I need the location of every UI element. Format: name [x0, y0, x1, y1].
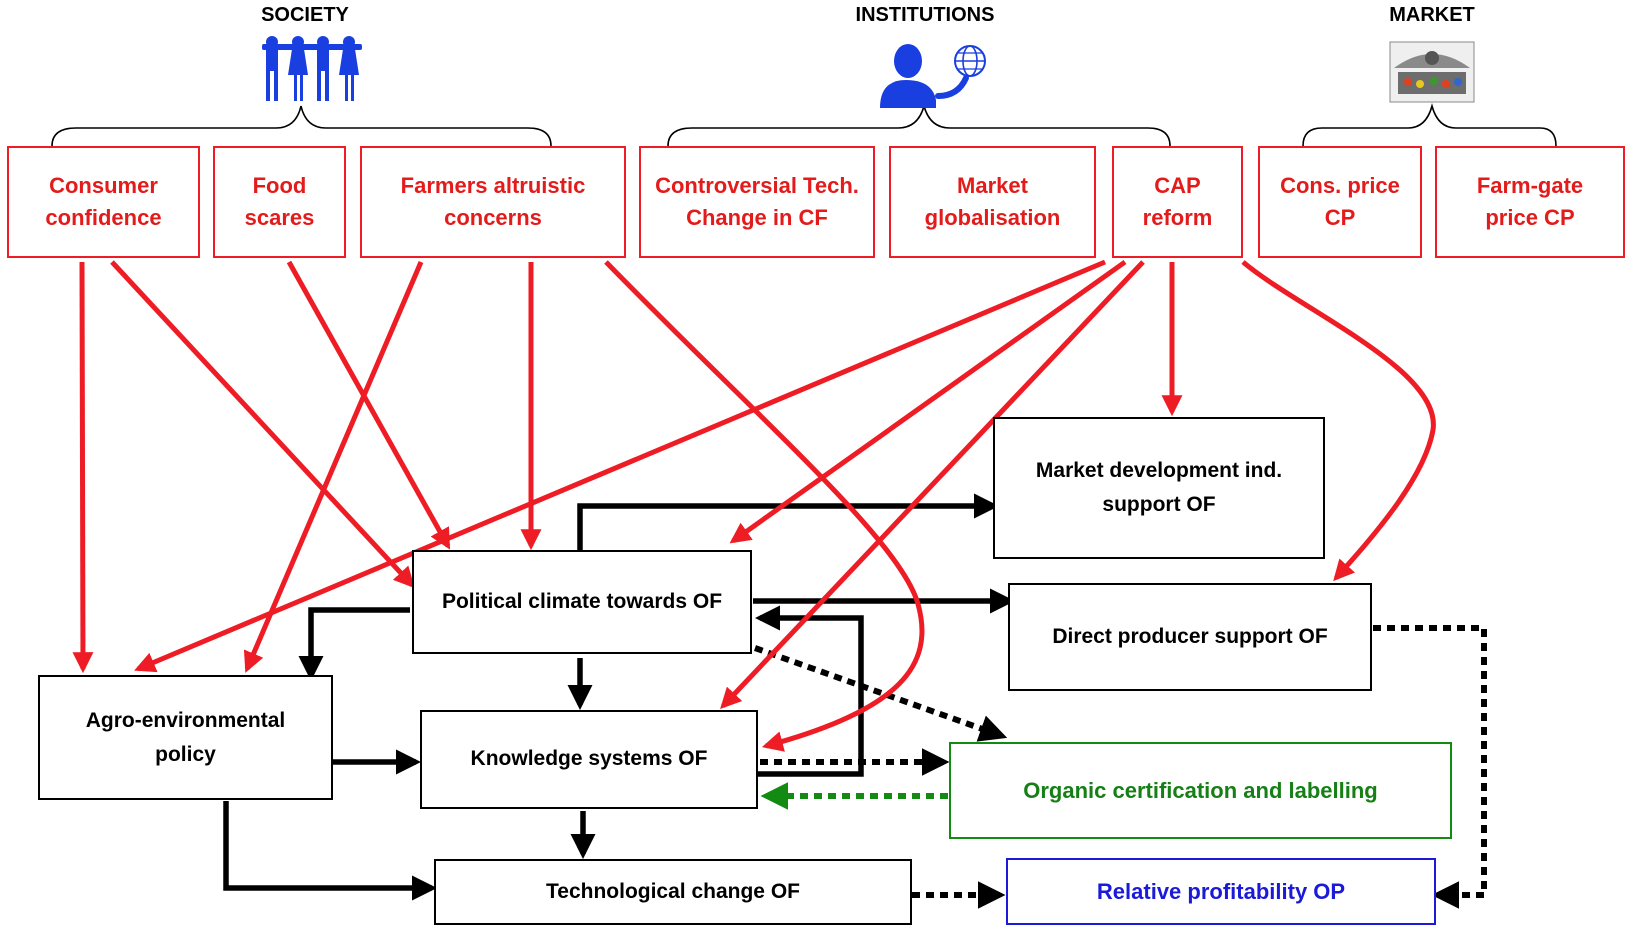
- box-market-globalisation: Market globalisation: [889, 146, 1096, 258]
- link-cap-to-agro: [134, 259, 1106, 673]
- label-line: Market: [957, 173, 1028, 199]
- group-label-market: MARKET: [1389, 4, 1475, 26]
- label-line: Farmers altruistic: [400, 173, 586, 199]
- box-relative-profitability: Relative profitability OP: [1006, 858, 1436, 925]
- link-consumer-to-political: [110, 260, 415, 589]
- link-consumer-to-agro: [72, 261, 94, 674]
- driver-links: [72, 259, 1436, 752]
- box-consumer-confidence: Consumer confidence: [7, 146, 200, 258]
- group-label-society: SOCIETY: [261, 4, 349, 26]
- core-links: [223, 493, 1016, 901]
- label-line: Cons. price: [1280, 173, 1400, 199]
- box-food-scares: Food scares: [213, 146, 346, 258]
- link-cap-to-direct-producer: [1241, 260, 1436, 582]
- box-knowledge-systems: Knowledge systems OF: [420, 710, 758, 809]
- label-line: Political climate towards OF: [441, 589, 723, 613]
- label-line: price CP: [1485, 205, 1575, 230]
- box-technological-change: Technological change OF: [434, 859, 912, 925]
- label-line: Agro-environmental: [85, 708, 286, 732]
- label-line: confidence: [45, 205, 162, 230]
- box-farmers-altruistic-concerns: Farmers altruistic concerns: [360, 146, 626, 258]
- label-line: Technological change OF: [546, 879, 800, 903]
- link-political-to-market-development: [577, 493, 1000, 550]
- market-vendor-icon: [1389, 41, 1475, 103]
- link-food-scares-to-political: [286, 260, 451, 550]
- label-line: Food: [252, 173, 307, 199]
- label-line: Consumer: [49, 173, 158, 199]
- box-cap-reform: CAP reform: [1112, 146, 1243, 258]
- label-line: policy: [155, 742, 216, 766]
- brace-market: [1302, 102, 1557, 147]
- link-political-to-certification: [753, 645, 1008, 742]
- label-line: globalisation: [924, 205, 1061, 230]
- label-line: CP: [1324, 205, 1356, 230]
- brace-institutions: [667, 102, 1171, 147]
- people-group-icon: [262, 36, 362, 101]
- link-direct-producer-to-profitability: [1373, 625, 1487, 909]
- label-line: Change in CF: [686, 205, 828, 230]
- link-farmers-to-agro: [243, 261, 424, 673]
- label-line: CAP: [1154, 173, 1201, 199]
- link-political-to-agro-environmental: [298, 607, 410, 682]
- box-controversial-tech-change: Controversial Tech. Change in CF: [639, 146, 875, 258]
- label-line: Market development ind.: [1035, 459, 1283, 483]
- label-line: scares: [244, 205, 315, 230]
- label-line: support OF: [1102, 493, 1216, 516]
- label-line: Controversial Tech.: [655, 173, 859, 199]
- box-agro-environmental-policy: Agro-environmental policy: [38, 675, 333, 800]
- box-organic-certification: Organic certification and labelling: [949, 742, 1452, 839]
- label-line: Organic certification and labelling: [1023, 777, 1378, 803]
- label-line: concerns: [444, 205, 542, 230]
- link-cap-to-knowledge: [720, 260, 1145, 710]
- box-political-climate: Political climate towards OF: [412, 550, 752, 654]
- link-agro-to-technological: [223, 801, 438, 901]
- group-label-institutions: INSTITUTIONS: [855, 4, 995, 26]
- person-with-globe-icon: [880, 44, 986, 108]
- label-line: Farm-gate: [1476, 173, 1584, 199]
- label-line: Relative profitability OP: [1096, 878, 1346, 904]
- box-direct-producer-support: Direct producer support OF: [1008, 583, 1372, 691]
- brace-society: [51, 105, 552, 147]
- box-farm-gate-price-cp: Farm-gate price CP: [1435, 146, 1625, 258]
- link-knowledge-to-political: [754, 605, 864, 777]
- box-market-development-support: Market development ind. support OF: [993, 417, 1325, 559]
- link-farmers-to-knowledge: [604, 260, 925, 752]
- label-line: Direct producer support OF: [1052, 624, 1328, 648]
- dotted-links: [753, 625, 1487, 909]
- label-line: reform: [1142, 205, 1213, 230]
- label-line: Knowledge systems OF: [470, 747, 708, 771]
- link-cap-to-political: [729, 259, 1127, 544]
